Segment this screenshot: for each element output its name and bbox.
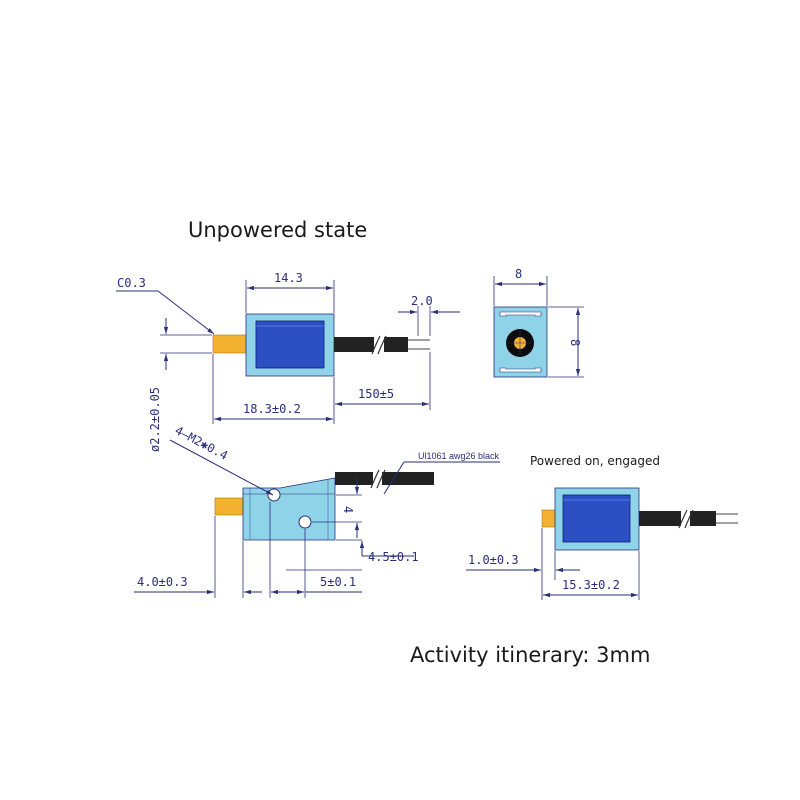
- end-view-dimensions: 8 8: [493, 267, 584, 378]
- dim-chamfer: C0.3: [117, 276, 146, 290]
- mount-hole: [267, 488, 281, 502]
- stroke-caption: Activity itinerary: 3mm: [410, 643, 650, 667]
- dim-hole-pitch-h: 5±0.1: [320, 575, 356, 589]
- dim-engaged-length: 15.3±0.2: [562, 578, 620, 592]
- dim-end-width: 8: [515, 267, 522, 281]
- side-wire: [335, 472, 373, 485]
- top-view-solenoid: [212, 313, 430, 377]
- top-view-dimensions: 14.3 C0.3 2.0 ø2.2±0.05 18.3±0.2 150±5: [116, 271, 460, 452]
- side-frame: [242, 477, 336, 541]
- dim-hole-offset-v: 4.5±0.1: [368, 550, 419, 564]
- dim-plunger-ext: 4.0±0.3: [137, 575, 188, 589]
- dim-engaged-ext: 1.0±0.3: [468, 553, 519, 567]
- unpowered-title: Unpowered state: [188, 218, 367, 242]
- dim-wire-strip: 2.0: [411, 294, 433, 308]
- wire-spec-label: Ul1061 awg26 black: [418, 451, 500, 461]
- end-view: [493, 306, 548, 378]
- side-plunger: [214, 497, 244, 516]
- dim-wire-length: 150±5: [358, 387, 394, 401]
- powered-view-solenoid: [541, 487, 738, 551]
- dim-body-length: 14.3: [274, 271, 303, 285]
- powered-title: Powered on, engaged: [530, 454, 660, 468]
- powered-view-dimensions: 1.0±0.3 15.3±0.2: [466, 528, 640, 600]
- coil: [255, 320, 325, 369]
- dim-hole-spacing-v: 4: [341, 506, 355, 513]
- dim-plunger-dia: ø2.2±0.05: [148, 387, 162, 452]
- wire-bundle: [334, 337, 374, 352]
- side-view-solenoid: [214, 469, 434, 541]
- mount-hole: [298, 515, 312, 529]
- powered-plunger: [541, 509, 556, 528]
- dim-end-height: 8: [568, 339, 582, 346]
- dim-overall-length: 18.3±0.2: [243, 402, 301, 416]
- powered-wire: [639, 511, 681, 526]
- plunger: [212, 334, 247, 354]
- powered-coil: [562, 494, 631, 543]
